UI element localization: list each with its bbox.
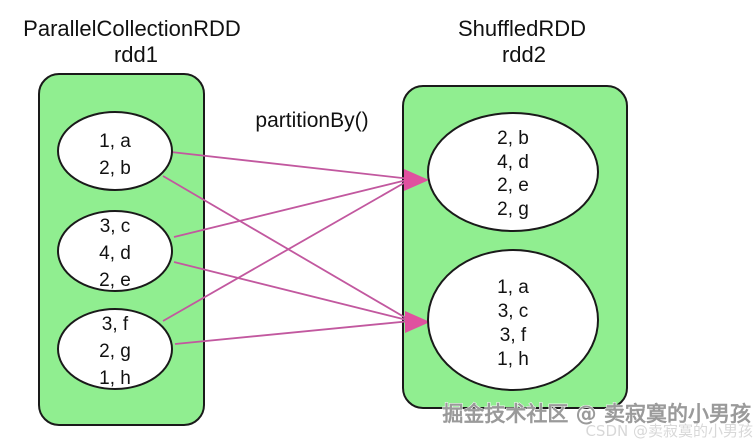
right-partition-2-item: 1, h — [497, 349, 529, 370]
right-rdd-name: rdd2 — [502, 42, 546, 67]
right-partition-1-item: 4, d — [497, 152, 529, 173]
arrowhead-top-icon — [404, 169, 429, 191]
arrow-line-p2-to-top — [173, 178, 412, 238]
right-rdd-title: ShuffledRDD — [458, 16, 586, 41]
arrow-line-p1-to-bottom — [162, 175, 412, 322]
right-partition-2-item: 1, a — [497, 277, 529, 298]
watermark-secondary: CSDN @卖寂寞的小男孩 — [585, 422, 753, 439]
right-partition-2-ellipse — [427, 249, 599, 391]
right-partition-2-item: 3, f — [500, 325, 527, 346]
arrow-line-p3-to-top — [162, 178, 412, 322]
arrowhead-bottom-icon — [405, 311, 430, 333]
left-rdd-title: ParallelCollectionRDD — [23, 16, 241, 41]
left-partition-1-ellipse — [57, 111, 173, 191]
arrow-line-p2-to-bottom — [173, 261, 412, 322]
arrow-line-p3-to-bottom — [174, 320, 412, 345]
left-partition-3-item: 1, h — [99, 368, 131, 389]
right-partition-1-item: 2, b — [497, 128, 529, 149]
left-partition-1-item: 2, b — [99, 158, 131, 179]
left-partition-3-item: 2, g — [99, 341, 131, 362]
right-partition-1-ellipse — [427, 112, 599, 232]
left-partition-3-item: 3, f — [102, 314, 129, 335]
watermark-primary: 掘金技术社区 @ 卖寂寞的小男孩 — [442, 402, 751, 426]
left-partition-2-item: 4, d — [99, 243, 131, 264]
right-partition-1-item: 2, g — [497, 199, 529, 220]
left-partition-2-item: 3, c — [100, 216, 131, 237]
left-partition-1-item: 1, a — [99, 131, 131, 152]
right-partition-1-item: 2, e — [497, 175, 529, 196]
left-partition-3-ellipse — [57, 308, 173, 390]
arrow-line-p1-to-top — [170, 151, 412, 180]
left-partition-2-ellipse — [57, 210, 173, 292]
right-partition-2-item: 3, c — [498, 301, 529, 322]
operation-label: partitionBy() — [255, 109, 368, 132]
left-partition-2-item: 2, e — [99, 270, 131, 291]
left-rdd-name: rdd1 — [114, 42, 158, 67]
